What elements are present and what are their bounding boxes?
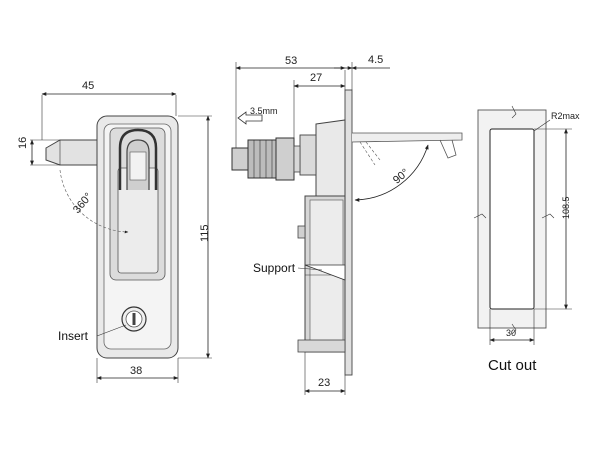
cutout-radius-label: R2max <box>551 111 580 121</box>
angle-arc <box>354 144 429 202</box>
front-bottom-width-label: 38 <box>130 365 142 377</box>
insert-label: Insert <box>58 329 89 343</box>
side-bottom-label: 23 <box>318 377 330 389</box>
panel-thickness-label: 3.5mm <box>250 106 278 116</box>
handle-open <box>351 132 463 143</box>
cutout-opening <box>489 128 535 310</box>
front-width-label: 45 <box>82 80 94 92</box>
handle-height-label: 16 <box>17 137 29 149</box>
front-height-label: 115 <box>199 224 211 242</box>
nut-right <box>275 137 295 181</box>
support-label: Support <box>253 261 296 275</box>
support-wedge <box>304 264 346 281</box>
panel-arrow-icon <box>237 111 263 125</box>
side-depth-label: 53 <box>285 55 297 67</box>
side-view: 90° 3.5mm 53 27 4.5 23 Support <box>231 54 463 395</box>
rotation-arc <box>59 169 129 234</box>
upper-housing <box>315 119 346 201</box>
nut-left <box>231 147 249 171</box>
cutout-caption: Cut out <box>488 357 537 374</box>
cutout-view: R2max 108.5 30 Cut out <box>473 105 580 374</box>
angle-label: 90° <box>391 167 411 187</box>
handle-arch <box>118 128 158 190</box>
front-view: 360° 45 16 115 38 Insert <box>17 80 212 383</box>
cutout-height-label: 108.5 <box>561 196 571 219</box>
rotation-label: 360° <box>71 191 95 216</box>
side-handle <box>45 139 98 166</box>
cutout-width-label: 30 <box>506 328 516 338</box>
flange-thickness-label: 4.5 <box>368 54 383 66</box>
flange <box>344 89 353 376</box>
side-inner-depth-label: 27 <box>310 72 322 84</box>
